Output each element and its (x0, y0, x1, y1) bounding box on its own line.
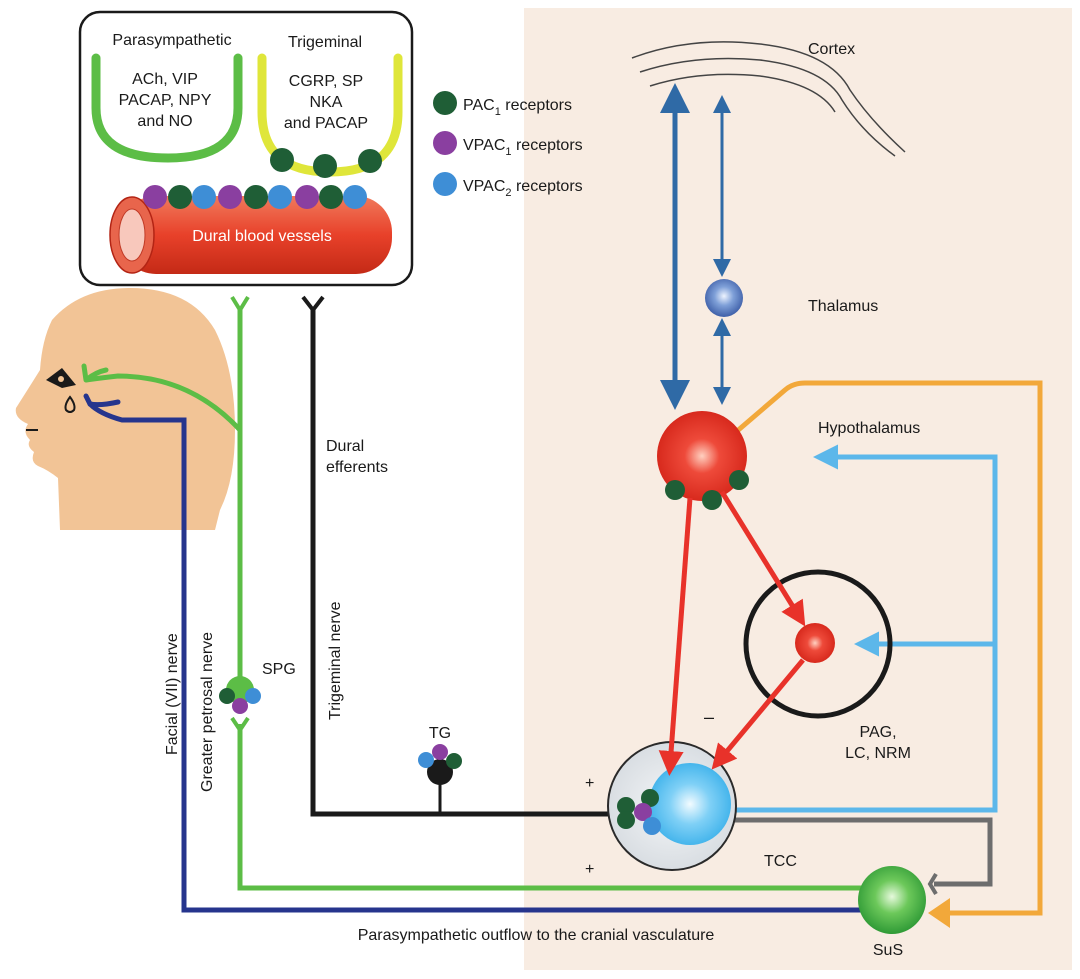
pac1-receptor-icon (641, 789, 659, 807)
vpac1-receptor-icon (433, 131, 457, 155)
greater-petrosal-nerve (85, 373, 242, 432)
hypothalamus-label: Hypothalamus (818, 420, 920, 437)
spg-ganglion (219, 676, 261, 714)
tcc-to-sus (712, 817, 993, 887)
pac1-receptor-icon (168, 185, 192, 209)
outflow-label: Parasympathetic outflow to the cranial v… (358, 927, 715, 944)
pac1-receptor-icon (702, 490, 722, 510)
legend-vpac2: VPAC2 receptors (463, 178, 583, 199)
vpac1-receptor-icon (432, 744, 448, 760)
vpac2-receptor-icon (433, 172, 457, 196)
trigeminal-line-2: NKA (310, 94, 343, 111)
vpac1-receptor-icon (218, 185, 242, 209)
inset-fork-green (230, 295, 250, 314)
pac1-receptor-icon (446, 753, 462, 769)
greater-petrosal-branch (81, 363, 109, 383)
tcc-node (649, 763, 731, 845)
vessel-label: Dural blood vessels (192, 228, 332, 245)
legend-vpac1: VPAC1 receptors (463, 137, 583, 158)
vpac2-receptor-icon (343, 185, 367, 209)
dural-efferents-line-2: efferents (326, 459, 388, 476)
trigeminal-nerve-label: Trigeminal nerve (327, 601, 344, 720)
sus-orange-terminal (928, 898, 950, 928)
pag-node (795, 623, 835, 663)
tg-ganglion (418, 744, 462, 785)
pag-label-line-2: LC, NRM (845, 745, 911, 762)
head-silhouette (15, 288, 235, 530)
tcc-label: TCC (764, 853, 797, 870)
cortex-label: Cortex (808, 41, 855, 58)
greater-petrosal-nerve-label: Greater petrosal nerve (199, 632, 216, 792)
pac1-receptor-icon (665, 480, 685, 500)
parasympathetic-title: Parasympathetic (112, 32, 231, 49)
pac1-receptor-icon (617, 811, 635, 829)
thalamus-label: Thalamus (808, 298, 878, 315)
parasympathetic-line-1: ACh, VIP (132, 71, 198, 88)
eye-pupil (58, 376, 64, 382)
pac1-receptor-icon (219, 688, 235, 704)
dural-vessel (120, 196, 392, 274)
tcc-to-hypothalamus (712, 444, 998, 813)
dural-inset: Parasympathetic Trigeminal ACh, VIP PACA… (78, 10, 414, 287)
pac1-receptor-icon (433, 91, 457, 115)
parasympathetic-terminal (91, 53, 243, 163)
vpac2-receptor-icon (245, 688, 261, 704)
thalamus-node (705, 279, 743, 317)
trigeminal-nerve (310, 310, 618, 817)
pac1-receptor-icon (313, 154, 337, 178)
sus-node (858, 866, 926, 934)
pac1-receptor-icon (319, 185, 343, 209)
vpac1-receptor-icon (143, 185, 167, 209)
vpac1-receptor-icon (232, 698, 248, 714)
vpac2-receptor-icon (192, 185, 216, 209)
spg-outflow (237, 724, 862, 891)
hypothalamus-to-sus (706, 380, 1043, 916)
pac1-receptor-icon (729, 470, 749, 490)
plus-sign-upper: + (585, 775, 594, 792)
pag-ring (743, 569, 893, 719)
plus-sign-lower: + (585, 861, 594, 878)
pag-to-tcc-arrow (711, 658, 805, 770)
facial-nerve-label: Facial (VII) nerve (164, 633, 181, 755)
vpac1-receptor-icon (295, 185, 319, 209)
pac1-receptor-icon (270, 148, 294, 172)
inset-fork-black (301, 295, 325, 314)
parasympathetic-line-2: PACAP, NPY (119, 92, 212, 109)
vessel-lumen-inner (118, 208, 146, 262)
cortex-line-3 (649, 73, 836, 113)
hypothalamus-to-tcc-arrow (658, 497, 693, 776)
tg-label: TG (429, 725, 451, 742)
vpac2-receptor-icon (643, 817, 661, 835)
pag-label-line-1: PAG, (859, 724, 896, 741)
vpac1-receptor-icon (634, 803, 652, 821)
spg-label: SPG (262, 661, 296, 678)
pac1-receptor-icon (358, 149, 382, 173)
pac1-receptor-icon (617, 797, 635, 815)
legend-pac1: PAC1 receptors (463, 97, 572, 118)
pac1-receptor-icon (244, 185, 268, 209)
hypothalamus-to-pag-arrow (719, 490, 806, 627)
parasympathetic-line-3: and NO (137, 113, 192, 130)
sus-label: SuS (873, 942, 903, 959)
trigeminal-title: Trigeminal (288, 34, 362, 51)
minus-sign: – (704, 707, 714, 727)
facial-nerve-branch-2 (87, 399, 121, 408)
tear-icon (64, 395, 76, 413)
sus-gray-terminal (927, 872, 938, 896)
hypothalamus-node (657, 411, 747, 501)
cortex-line-1 (631, 41, 906, 153)
trigeminal-line-1: CGRP, SP (289, 73, 363, 90)
spg-fork (230, 716, 250, 734)
vpac2-receptor-icon (418, 752, 434, 768)
vpac2-receptor-icon (268, 185, 292, 209)
dural-efferents-line-1: Dural (326, 438, 364, 455)
cortex-line-2 (639, 57, 896, 157)
legend: PAC1 receptors VPAC1 receptors VPAC2 rec… (433, 91, 583, 199)
trigeminal-line-3: and PACAP (284, 115, 368, 132)
